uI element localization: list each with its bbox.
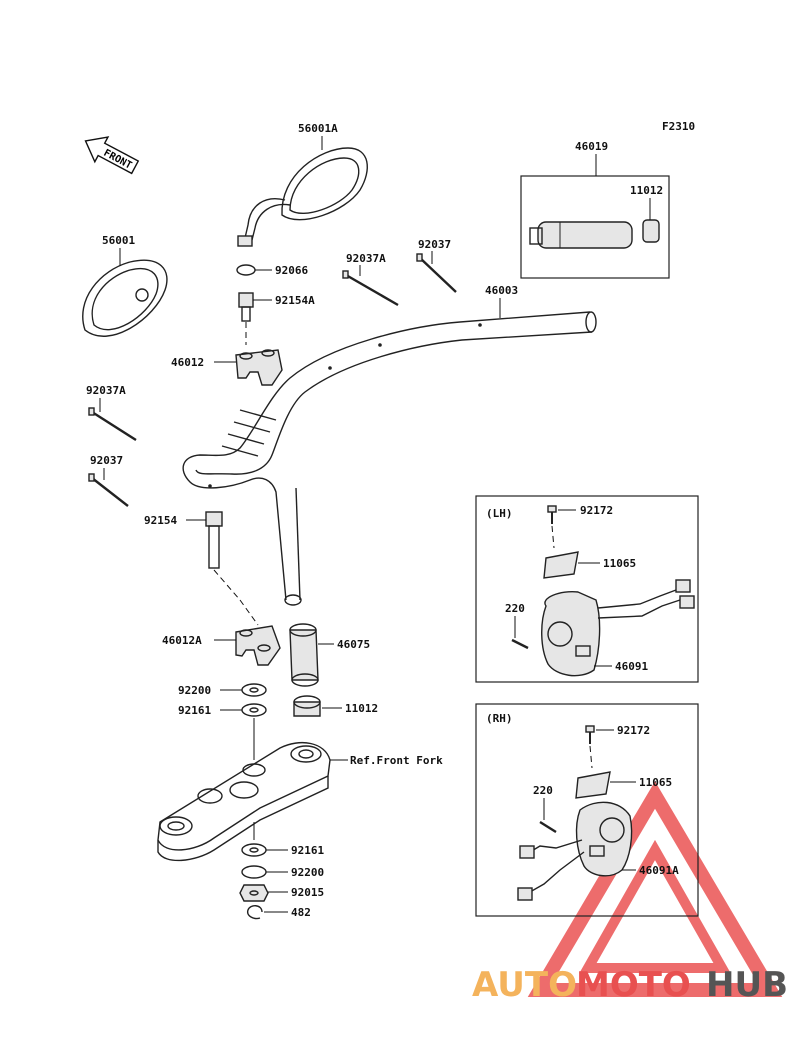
label-lh-bolt-220: 220 [505, 602, 525, 615]
washer-92161-bottom [241, 843, 267, 857]
label-washer-92200-bottom: 92200 [291, 866, 324, 879]
bracket-46012 [235, 349, 283, 386]
grip-end-11012 [293, 695, 321, 717]
label-grip-set-46019: 46019 [575, 140, 608, 153]
washer-92066 [236, 264, 256, 276]
grip-end-in-box [642, 219, 660, 243]
clip-482 [247, 905, 263, 920]
bolt-92154a [238, 292, 254, 322]
bolt-92154 [205, 511, 223, 569]
label-bracket-46012a: 46012A [162, 634, 202, 647]
label-strap-92037a-left: 92037A [86, 384, 126, 397]
label-lh-screw-92172: 92172 [580, 504, 613, 517]
label-mirror-right: 56001A [298, 122, 338, 135]
strap-92037a-left [88, 407, 137, 442]
label-handlebar-46003: 46003 [485, 284, 518, 297]
rh-switch-box [475, 703, 699, 917]
rh-switch-housing-46091a [517, 801, 633, 901]
watermark-text-part1: AUTO [472, 965, 577, 1005]
watermark-logo: AUTO MOTO HUB [472, 965, 788, 1005]
mirror-right [237, 147, 368, 247]
label-grip-end-11012: 11012 [345, 702, 378, 715]
label-washer-92066: 92066 [275, 264, 308, 277]
label-lh-switch-46091: 46091 [615, 660, 648, 673]
label-nut-92015: 92015 [291, 886, 324, 899]
lh-box-title: (LH) [486, 507, 513, 520]
rh-screw-92172 [585, 725, 595, 744]
nut-92015 [239, 884, 269, 902]
lh-switch-housing-46091 [541, 579, 695, 677]
figure-code: F2310 [662, 120, 695, 133]
grip-in-box [529, 221, 633, 249]
grip-set-box [520, 175, 670, 279]
lh-cover-11065 [543, 551, 579, 579]
grip-46075 [289, 623, 319, 687]
label-grip-46075: 46075 [337, 638, 370, 651]
label-rh-cover-11065: 11065 [639, 776, 672, 789]
label-grip-end-box-11012: 11012 [630, 184, 663, 197]
mirror-left [82, 259, 168, 337]
label-rh-bolt-220: 220 [533, 784, 553, 797]
label-rh-switch-46091a: 46091A [639, 864, 679, 877]
watermark-triangle [527, 781, 783, 997]
label-strap-92037-left: 92037 [90, 454, 123, 467]
lh-screw-92172 [547, 505, 557, 524]
label-washer-92161-top: 92161 [178, 704, 211, 717]
watermark-text-part2: MOTO [576, 965, 691, 1005]
label-strap-92037-top: 92037 [418, 238, 451, 251]
strap-92037a-top [342, 270, 399, 307]
washer-92161-top [241, 703, 267, 717]
rh-box-title: (RH) [486, 712, 513, 725]
rh-cover-11065 [575, 771, 611, 799]
handlebar-46003 [182, 311, 597, 606]
washer-92200-bottom [241, 865, 267, 879]
label-bolt-92154: 92154 [144, 514, 177, 527]
label-lh-cover-11065: 11065 [603, 557, 636, 570]
label-washer-92161-bottom: 92161 [291, 844, 324, 857]
strap-92037-top [416, 253, 457, 293]
label-mirror-left: 56001 [102, 234, 135, 247]
fork-top-clamp [157, 741, 331, 862]
label-bracket-46012: 46012 [171, 356, 204, 369]
label-rh-screw-92172: 92172 [617, 724, 650, 737]
washer-92200-top [241, 683, 267, 697]
bracket-46012a [235, 625, 281, 666]
label-strap-92037a-top: 92037A [346, 252, 386, 265]
label-clip-482: 482 [291, 906, 311, 919]
front-arrow-icon: FRONT [84, 136, 140, 175]
lh-switch-box [475, 495, 699, 683]
lh-bolt-220 [511, 638, 529, 650]
watermark-text-part3: HUB [706, 965, 788, 1005]
rh-bolt-220 [539, 820, 557, 834]
label-ref-front-fork: Ref.Front Fork [350, 754, 443, 767]
strap-92037-left [88, 473, 129, 507]
label-bolt-92154a: 92154A [275, 294, 315, 307]
label-washer-92200-top: 92200 [178, 684, 211, 697]
